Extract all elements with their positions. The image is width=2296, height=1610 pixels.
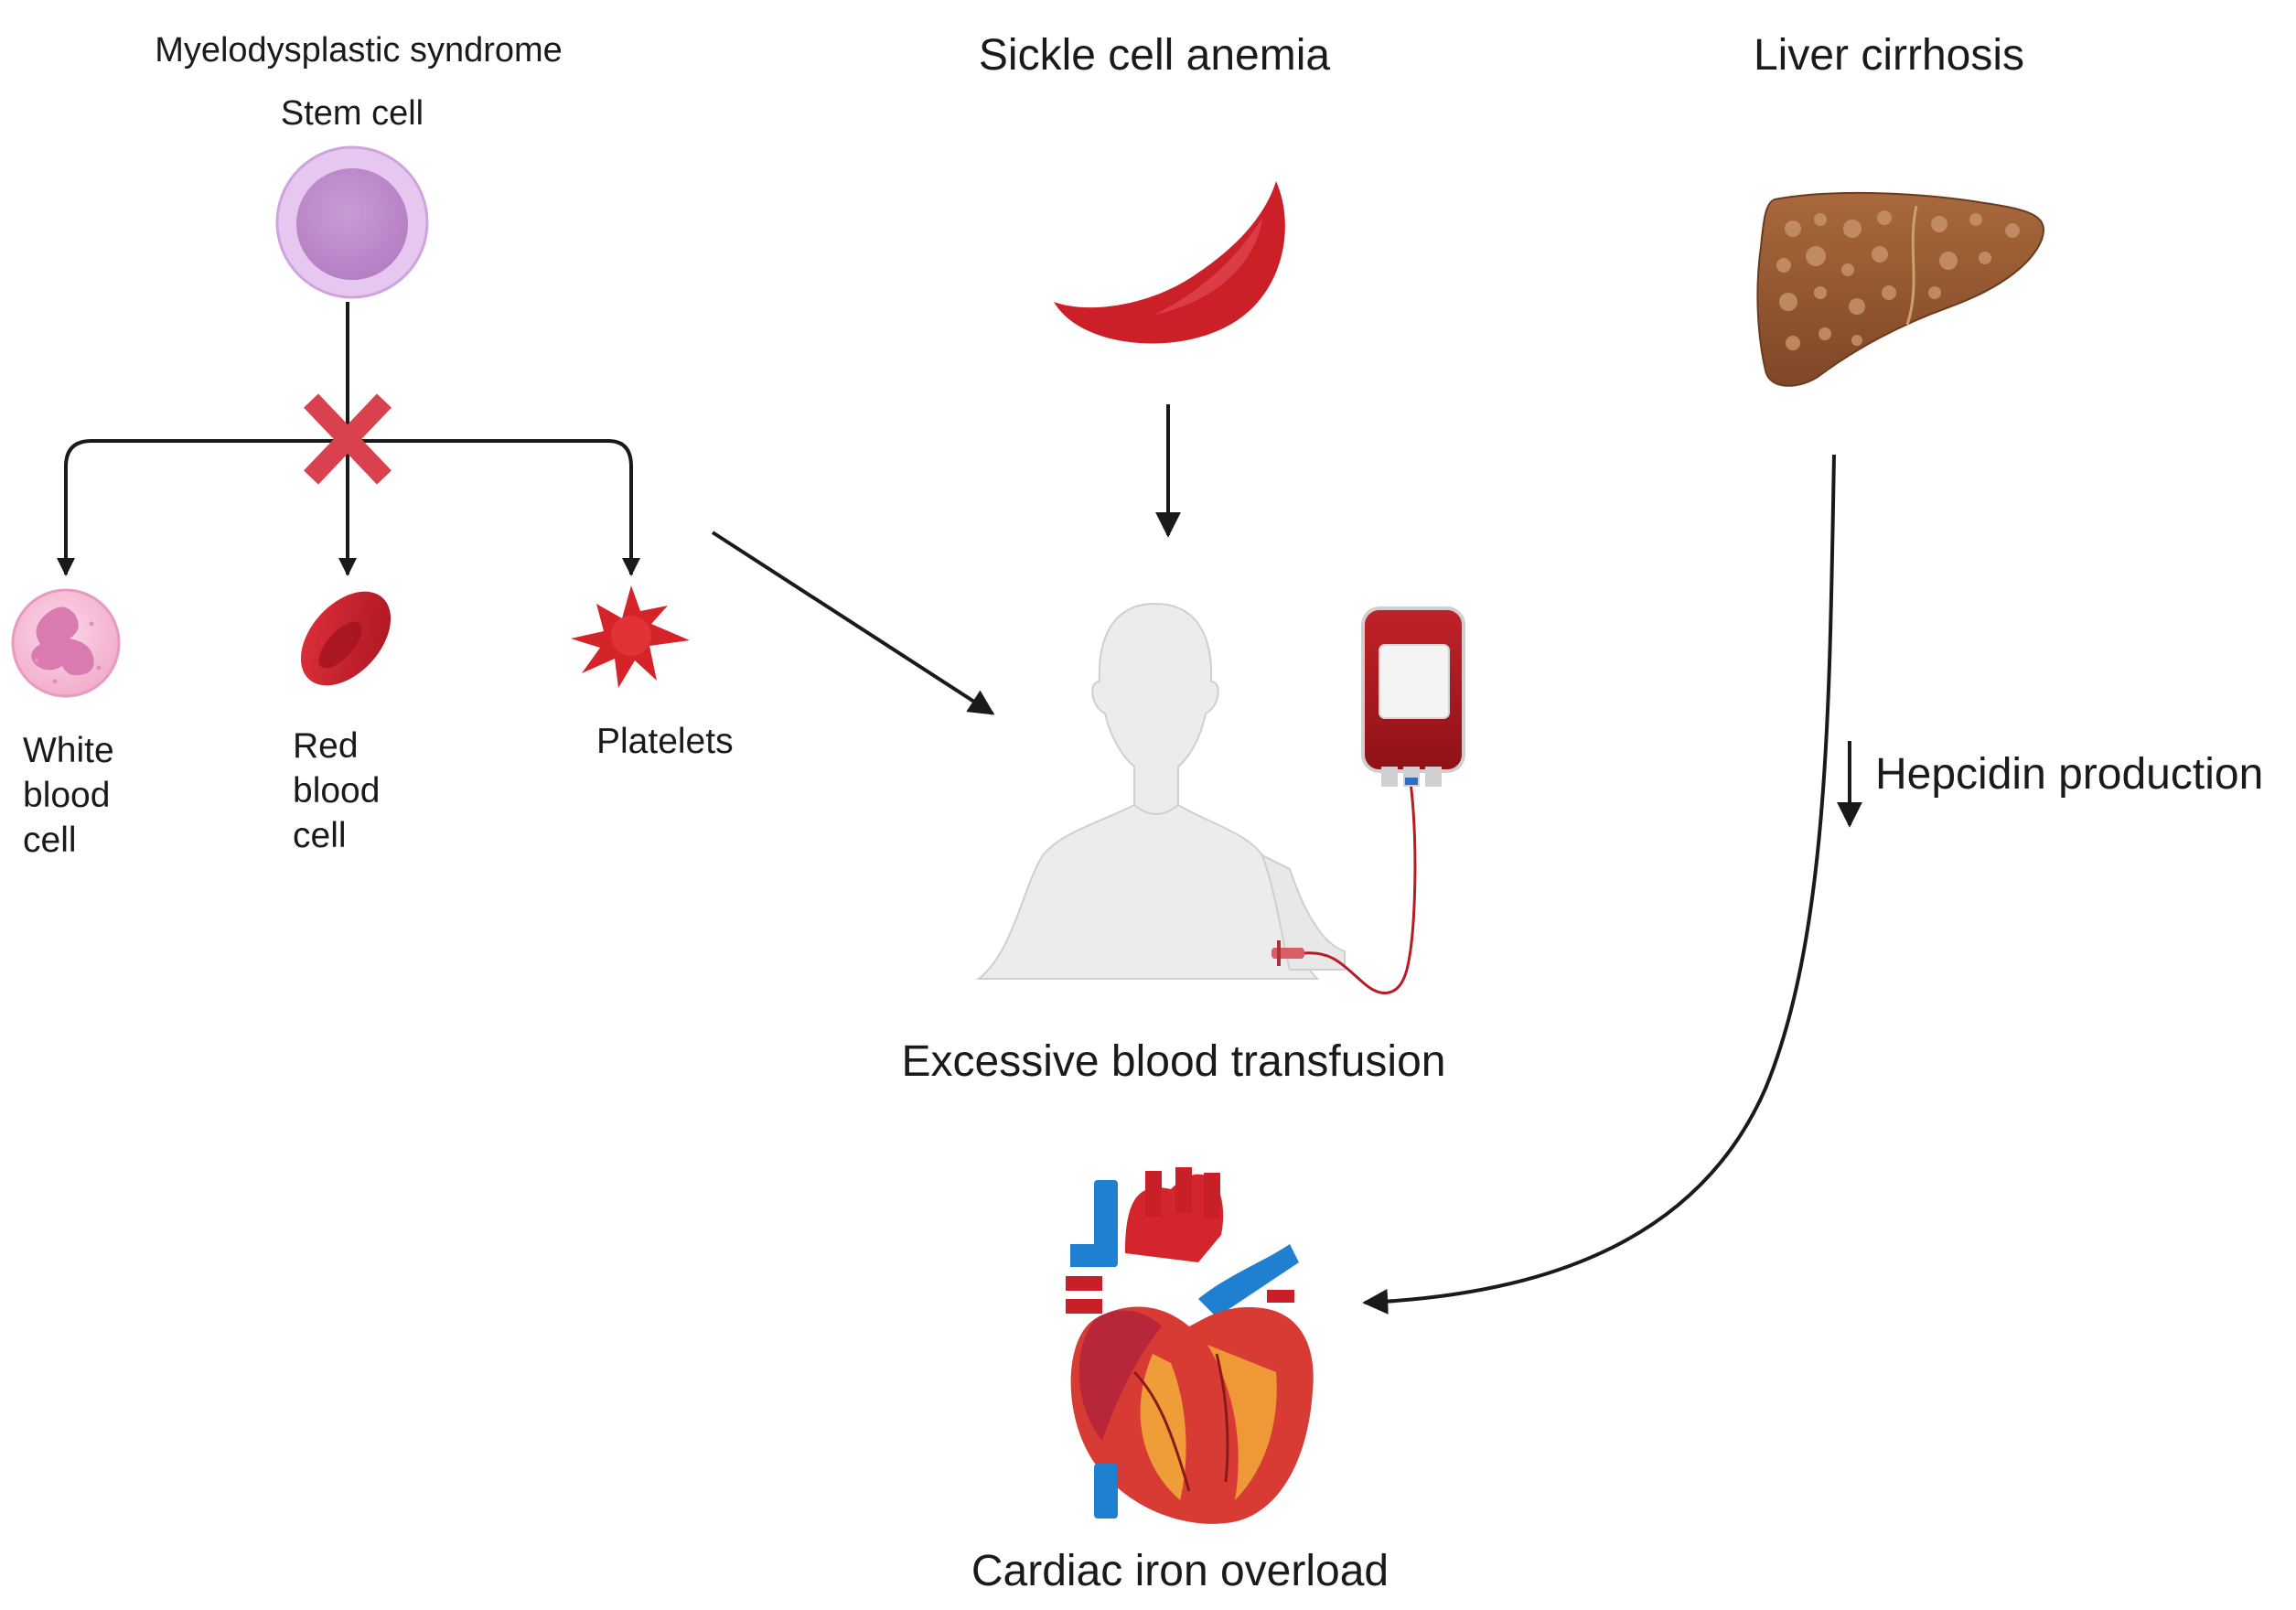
heart-icon bbox=[1066, 1167, 1314, 1524]
iv-catheter-icon bbox=[1271, 781, 1417, 994]
transfusion-panel: Excessive blood transfusion bbox=[902, 602, 1465, 1086]
liver-icon bbox=[1756, 191, 2044, 387]
platelet-icon bbox=[571, 585, 690, 688]
platelets-label: Platelets bbox=[596, 722, 734, 761]
wbc-label-line3: cell bbox=[23, 821, 77, 860]
mds-panel: Myelodysplastic syndrome Stem cell bbox=[11, 31, 734, 860]
heart-panel: Cardiac iron overload bbox=[971, 1167, 1389, 1595]
stem-cell-label: Stem cell bbox=[281, 94, 424, 133]
patient-body-icon bbox=[976, 602, 1346, 980]
sickle-panel: Sickle cell anemia bbox=[979, 31, 1330, 538]
rbc-label-line1: Red bbox=[293, 726, 359, 766]
heart-label: Cardiac iron overload bbox=[971, 1547, 1389, 1595]
white-blood-cell-icon bbox=[11, 588, 121, 698]
liver-panel: Liver cirrhosis Hepcidin production bbox=[1362, 31, 2263, 1315]
hepcidin-label: Hepcidin production bbox=[1875, 750, 2263, 799]
white-blood-cell-label: White blood cell bbox=[23, 731, 124, 860]
rbc-label-line2: blood bbox=[293, 771, 380, 810]
wbc-label-line2: blood bbox=[23, 776, 110, 815]
sickle-cell-icon bbox=[1054, 181, 1285, 344]
mds-title: Myelodysplastic syndrome bbox=[155, 31, 563, 70]
transfusion-label: Excessive blood transfusion bbox=[902, 1037, 1446, 1086]
sickle-title: Sickle cell anemia bbox=[979, 31, 1330, 80]
stem-cell-icon bbox=[275, 145, 429, 299]
liver-title: Liver cirrhosis bbox=[1754, 31, 2024, 80]
blood-bag-icon bbox=[1361, 606, 1465, 787]
wbc-label-line1: White bbox=[23, 731, 114, 770]
rbc-label-line3: cell bbox=[293, 816, 347, 855]
liver-nodules bbox=[1776, 210, 2020, 350]
red-blood-cell-label: Red blood cell bbox=[293, 726, 390, 855]
lineage-branch-lines bbox=[57, 302, 640, 576]
liver-to-heart-curve-arrow bbox=[1362, 454, 1836, 1315]
blocked-differentiation-x-icon bbox=[304, 393, 392, 485]
mds-to-transfusion-arrow bbox=[711, 531, 995, 715]
red-blood-cell-icon bbox=[300, 591, 392, 686]
